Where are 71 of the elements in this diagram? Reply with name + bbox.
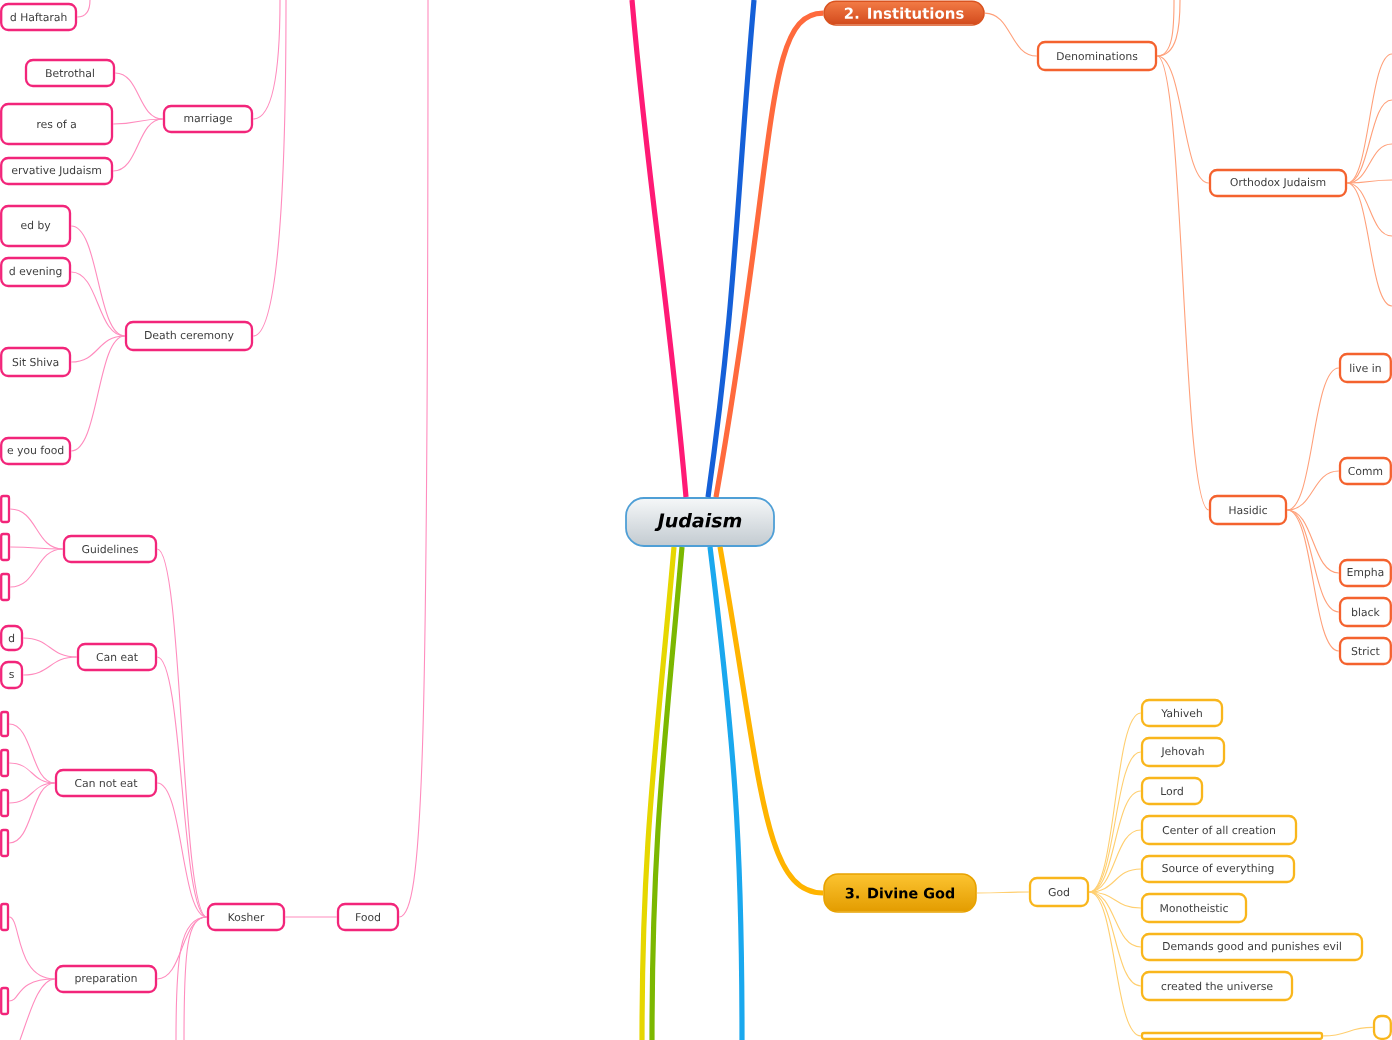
topic-box [0, 532, 11, 562]
connector-line [70, 335, 126, 452]
topic-box [1372, 1014, 1392, 1040]
connector-line [112, 118, 164, 172]
connector-line [976, 891, 1030, 894]
connector-line [8, 916, 56, 980]
connector-line [284, 916, 338, 918]
connector-line [649, 546, 685, 1040]
connector-line [156, 782, 208, 918]
central-topic: Judaism [625, 497, 775, 547]
connector-line [252, 0, 281, 120]
topic-box [0, 572, 11, 602]
connector-line [22, 656, 78, 676]
connector-line [1088, 829, 1142, 893]
connector-line [1156, 0, 1175, 57]
connector-line [1088, 891, 1142, 1037]
topic-box [0, 494, 11, 524]
connector-line [1088, 790, 1142, 893]
connector-line [70, 225, 126, 337]
topic-box [0, 828, 10, 858]
connector-line [398, 0, 429, 918]
connector-line [156, 656, 208, 918]
connector-line [156, 548, 208, 918]
topic-box [0, 986, 10, 1016]
connector-line [114, 72, 164, 120]
connector-line [112, 118, 164, 125]
connector-line [183, 916, 208, 1040]
connector-line [629, 0, 689, 498]
connector-line [1286, 509, 1340, 652]
connector-line [1088, 891, 1142, 987]
connector-line [707, 546, 745, 1040]
connector-line [8, 762, 56, 784]
connector-line [1088, 891, 1142, 948]
connector-line [1156, 55, 1210, 184]
connector-line [1286, 367, 1340, 511]
connector-line [1088, 751, 1142, 893]
topic-box [0, 788, 10, 818]
topic-box [0, 710, 10, 738]
connector-line [9, 548, 64, 588]
connector-line [8, 782, 56, 804]
connector-line [1088, 868, 1142, 893]
connector-line [8, 723, 56, 784]
connector-line [984, 12, 1038, 57]
connector-line [1346, 182, 1392, 237]
connector-line [9, 546, 64, 550]
connector-line [1322, 1026, 1374, 1037]
connector-line [1346, 179, 1392, 184]
connector-line [717, 546, 824, 896]
connector-line [8, 782, 56, 844]
connector-line [252, 0, 287, 337]
connector-line [19, 978, 56, 1040]
connector-line [70, 271, 126, 337]
connector-line [639, 546, 677, 1040]
connector-line [1156, 0, 1181, 57]
connector-line [1346, 53, 1392, 184]
connector-line [713, 10, 824, 498]
connector-line [70, 335, 126, 363]
connector-line [1286, 470, 1340, 511]
topic-box [0, 748, 10, 778]
connector-line [22, 637, 78, 658]
topic-box [1140, 1031, 1324, 1040]
connector-line [1156, 55, 1210, 511]
connector-line [1346, 143, 1392, 184]
connector-line [1346, 99, 1392, 184]
connector-line [1088, 712, 1142, 893]
connector-line [76, 0, 91, 18]
connector-line [8, 978, 56, 1002]
connector-line [1286, 509, 1340, 613]
topic-box [0, 902, 10, 932]
connector-line [1286, 509, 1340, 574]
connector-line [1346, 182, 1392, 307]
